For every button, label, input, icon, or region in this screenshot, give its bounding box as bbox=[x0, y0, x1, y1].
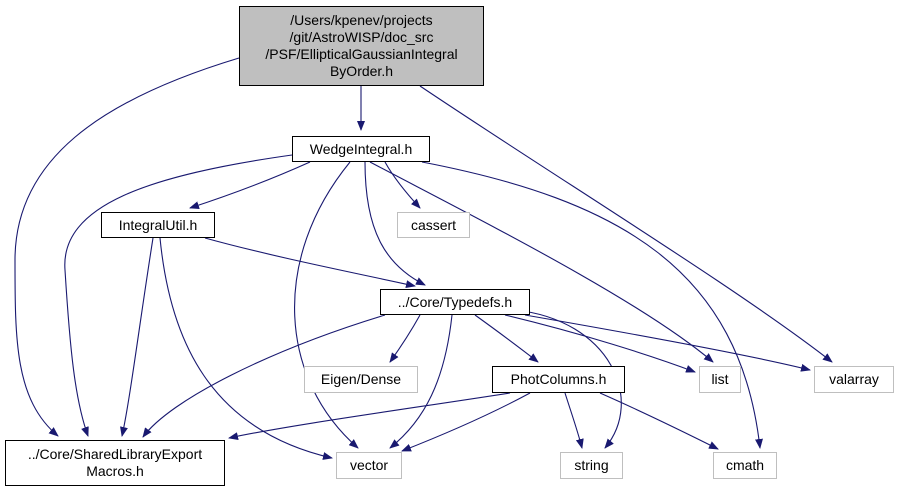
edges-layer bbox=[14, 57, 833, 460]
node-sharedlib-line-2: Macros.h bbox=[86, 463, 144, 479]
node-cassert-label: cassert bbox=[410, 216, 457, 233]
edge-integralutil-to-vector bbox=[159, 237, 333, 460]
edge-photcolumns-to-string bbox=[564, 392, 584, 449]
node-list-label: list bbox=[711, 371, 729, 387]
node-cassert[interactable]: cassert bbox=[397, 212, 470, 238]
edge-root-to-sharedlib bbox=[14, 57, 240, 437]
edge-typedefs-to-eigendense bbox=[389, 314, 421, 363]
node-shared-library-export-macros[interactable]: ../Core/SharedLibraryExport Macros.h bbox=[5, 440, 225, 486]
edge-wedge-to-typedefs bbox=[364, 161, 426, 286]
edge-typedefs-to-string bbox=[514, 309, 622, 449]
node-integral-util-label: IntegralUtil.h bbox=[118, 216, 198, 233]
node-root-line-3: /PSF/EllipticalGaussianIntegral bbox=[265, 46, 458, 62]
node-phot-columns[interactable]: PhotColumns.h bbox=[492, 366, 625, 393]
node-string[interactable]: string bbox=[560, 452, 623, 479]
node-integral-util[interactable]: IntegralUtil.h bbox=[101, 212, 215, 238]
node-root-line-2: /git/AstroWISP/doc_src bbox=[289, 29, 434, 45]
edge-root-to-valarray bbox=[419, 85, 833, 363]
node-list[interactable]: list bbox=[699, 366, 741, 393]
edge-integralutil-to-typedefs bbox=[204, 237, 416, 289]
node-valarray-label: valarray bbox=[829, 371, 879, 387]
edge-typedefs-to-photcolumns bbox=[474, 314, 539, 363]
node-root-file[interactable]: /Users/kpenev/projects /git/AstroWISP/do… bbox=[239, 6, 484, 86]
edge-typedefs-to-sharedlib bbox=[142, 314, 386, 438]
edge-wedge-to-integralutil bbox=[189, 161, 311, 210]
node-cmath-label: cmath bbox=[725, 457, 765, 473]
node-string-label: string bbox=[574, 457, 609, 473]
edge-typedefs-to-vector bbox=[389, 314, 453, 449]
node-phot-columns-label: PhotColumns.h bbox=[510, 371, 607, 387]
node-cmath[interactable]: cmath bbox=[713, 452, 777, 479]
node-sharedlib-line-1: ../Core/SharedLibraryExport bbox=[27, 446, 203, 462]
edge-wedge-to-cmath bbox=[421, 161, 763, 449]
node-eigen-dense-label: Eigen/Dense bbox=[320, 371, 402, 387]
edge-photcolumns-to-cmath bbox=[599, 392, 719, 450]
node-root-line-1: /Users/kpenev/projects bbox=[290, 12, 433, 28]
edge-typedefs-to-valarray bbox=[524, 314, 811, 372]
node-wedge-integral-label: WedgeIntegral.h bbox=[309, 140, 413, 157]
edge-wedge-to-list bbox=[369, 161, 714, 363]
node-eigen-dense[interactable]: Eigen/Dense bbox=[304, 366, 418, 393]
edge-photcolumns-to-sharedlib bbox=[228, 392, 511, 441]
node-wedge-integral[interactable]: WedgeIntegral.h bbox=[292, 136, 430, 162]
edge-typedefs-to-list bbox=[504, 314, 696, 373]
node-valarray[interactable]: valarray bbox=[814, 366, 894, 393]
edge-wedge-to-sharedlib bbox=[64, 154, 293, 437]
node-vector-label: vector bbox=[349, 457, 389, 473]
node-typedefs-label: ../Core/Typedefs.h bbox=[397, 293, 513, 310]
node-vector[interactable]: vector bbox=[336, 452, 402, 479]
node-typedefs[interactable]: ../Core/Typedefs.h bbox=[380, 289, 530, 315]
edge-wedge-to-vector bbox=[294, 161, 359, 449]
edge-integralutil-to-sharedlib bbox=[120, 237, 154, 437]
node-root-line-4: ByOrder.h bbox=[329, 63, 393, 79]
edge-wedge-to-cassert bbox=[384, 161, 421, 209]
edge-photcolumns-to-vector bbox=[401, 392, 531, 452]
